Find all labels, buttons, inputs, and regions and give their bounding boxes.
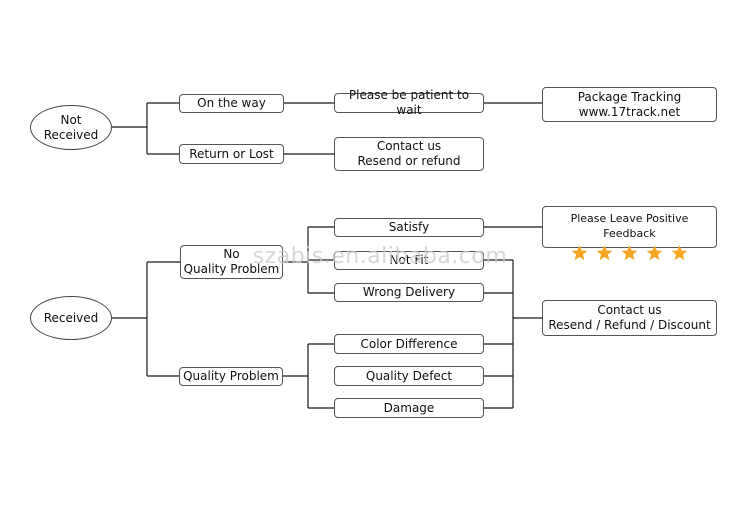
not-received-node: Not Received xyxy=(30,105,112,150)
node-label: Not xyxy=(60,112,82,127)
node-label: Color Difference xyxy=(360,336,458,351)
node-label: Quality Problem xyxy=(183,369,279,383)
contact-resend-refund-discount-node: Contact us Resend / Refund / Discount xyxy=(542,300,717,336)
contact-resend-refund-node: Contact us Resend or refund xyxy=(334,137,484,171)
quality-defect-node: Quality Defect xyxy=(334,366,484,386)
node-label: Resend or refund xyxy=(357,154,461,168)
node-label: Please Leave Positive Feedback xyxy=(570,212,689,240)
node-label: Quality Defect xyxy=(365,368,453,383)
no-quality-problem-node: No Quality Problem xyxy=(180,245,283,279)
on-the-way-node: On the way xyxy=(179,94,284,113)
node-label: On the way xyxy=(197,96,266,110)
node-label: Not Fit xyxy=(389,253,429,267)
star-icon xyxy=(571,245,588,261)
node-label: Quality Problem xyxy=(183,262,280,276)
quality-problem-node: Quality Problem xyxy=(179,367,283,386)
node-label: Received xyxy=(43,127,99,142)
positive-feedback-node: Please Leave Positive Feedback xyxy=(542,206,717,261)
node-label: Damage xyxy=(383,400,435,415)
node-label: Package Tracking xyxy=(577,89,682,104)
node-label: Satisfy xyxy=(388,220,430,234)
node-label: Return or Lost xyxy=(189,146,274,161)
color-difference-node: Color Difference xyxy=(334,334,484,354)
received-node: Received xyxy=(30,296,112,340)
satisfy-node: Satisfy xyxy=(334,218,484,237)
star-icon xyxy=(621,245,638,261)
star-icon xyxy=(646,245,663,261)
node-label: Wrong Delivery xyxy=(362,285,456,299)
node-label: Received xyxy=(43,310,99,325)
package-tracking-node: Package Tracking www.17track.net xyxy=(542,87,717,122)
wrong-delivery-node: Wrong Delivery xyxy=(334,283,484,302)
star-icon xyxy=(671,245,688,261)
not-fit-node: Not Fit xyxy=(334,251,484,270)
node-label: No xyxy=(223,247,240,261)
watermark: szabis.en.alibaba.com xyxy=(252,244,508,269)
node-label: Resend / Refund / Discount xyxy=(548,318,711,332)
node-label: Contact us xyxy=(597,303,662,317)
feedback-stars xyxy=(570,244,689,262)
return-or-lost-node: Return or Lost xyxy=(179,144,284,164)
node-label: Contact us xyxy=(376,139,442,153)
tracking-url: www.17track.net xyxy=(578,104,681,119)
star-icon xyxy=(596,245,613,261)
node-label: Please be patient to wait xyxy=(348,88,470,117)
please-wait-node: Please be patient to wait xyxy=(334,88,484,117)
damage-node: Damage xyxy=(334,398,484,418)
